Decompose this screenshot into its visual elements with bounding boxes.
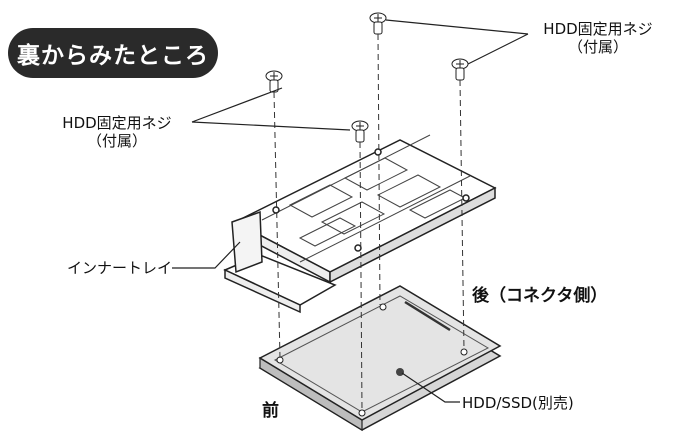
screws-label-top-right: HDD固定用ネジ （付属） bbox=[528, 20, 668, 56]
screws-label-left: HDD固定用ネジ （付属） bbox=[42, 114, 192, 150]
hdd-ssd-drive bbox=[258, 285, 502, 432]
inner-tray-label: インナートレイ bbox=[66, 259, 172, 277]
screw-top-center bbox=[369, 12, 387, 35]
view-badge: 裏からみたところ bbox=[8, 28, 218, 78]
screw-middle bbox=[351, 120, 369, 143]
screw-top-right bbox=[451, 58, 469, 81]
rear-connector-label: 後（コネクタ側） bbox=[472, 286, 608, 306]
screws-label-left-line1: HDD固定用ネジ bbox=[62, 114, 172, 132]
screws-label-top-right-line1: HDD固定用ネジ bbox=[543, 20, 653, 38]
alignment-guides bbox=[273, 33, 465, 412]
screws-label-left-line2: （付属） bbox=[86, 132, 147, 150]
front-label: 前 bbox=[262, 401, 279, 421]
screw-top-left bbox=[265, 70, 283, 93]
inner-tray bbox=[223, 134, 497, 314]
leader-lines bbox=[172, 19, 529, 403]
screws-label-top-right-line2: （付属） bbox=[567, 38, 628, 56]
drive-label: HDD/SSD(別売) bbox=[462, 394, 574, 412]
